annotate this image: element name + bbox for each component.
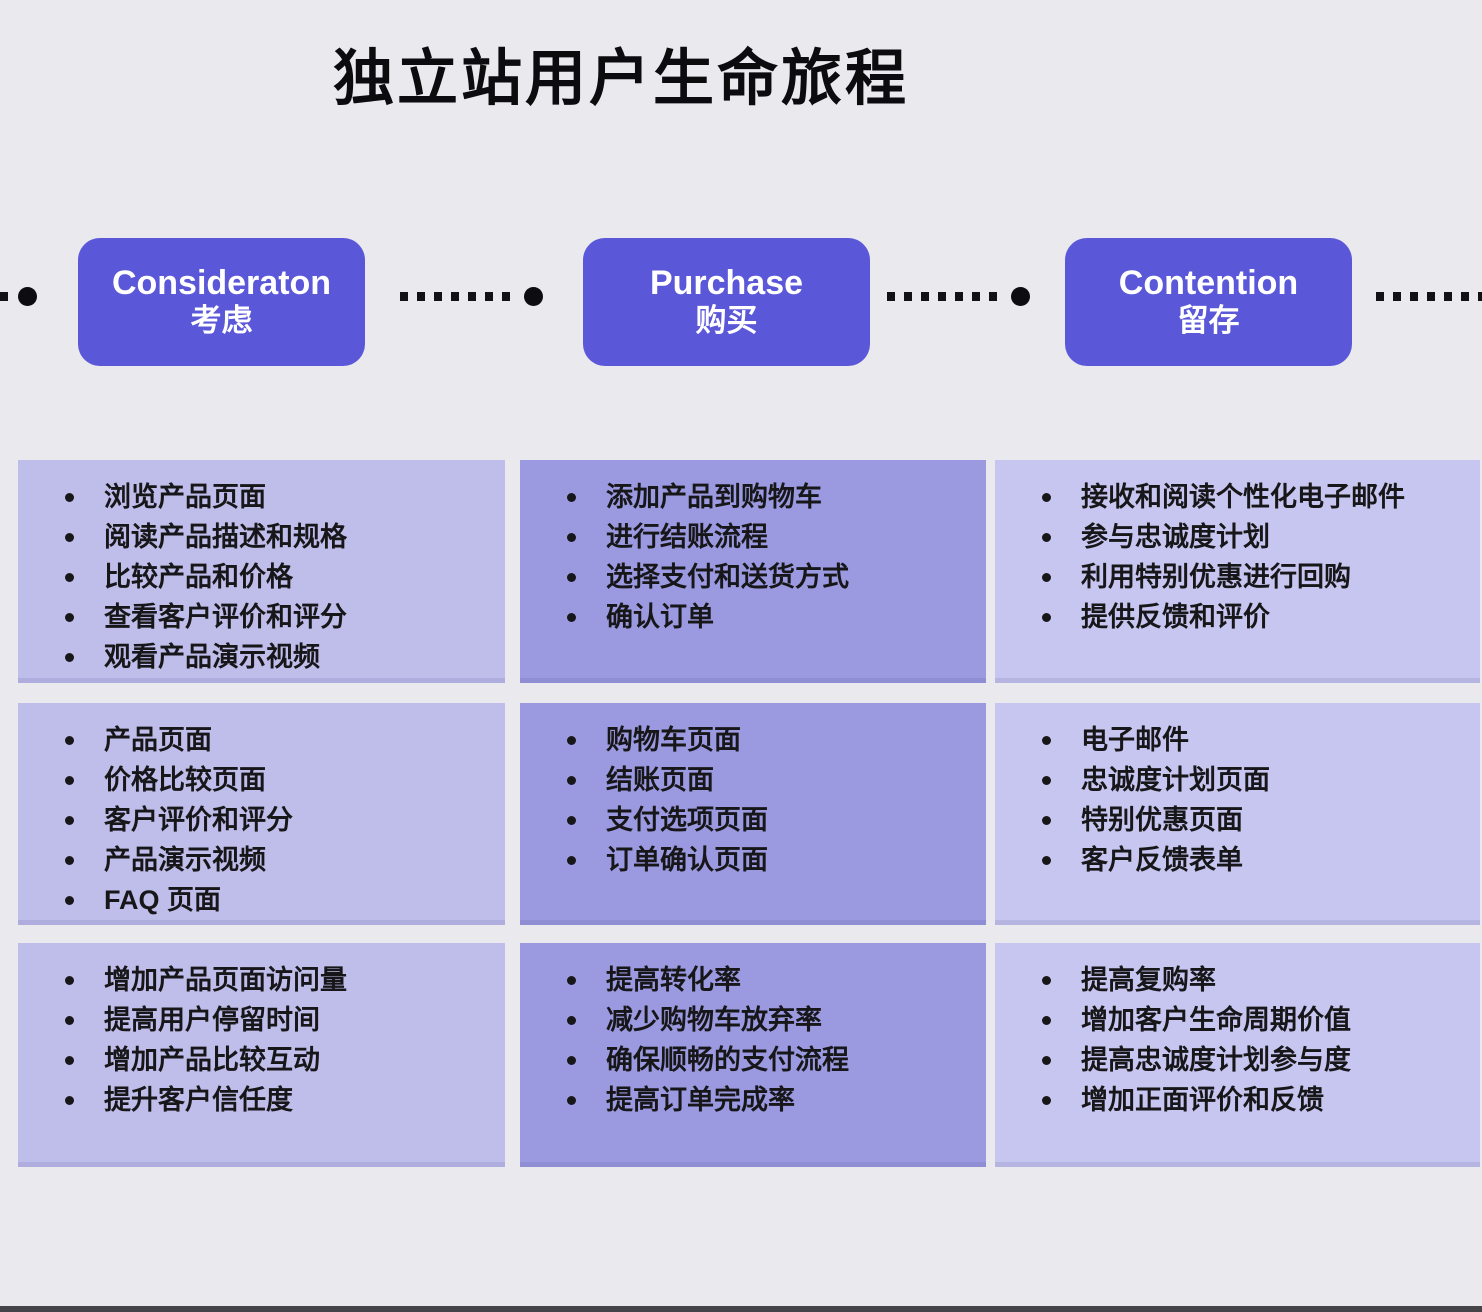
list-item: 增加产品比较互动 [64,1040,487,1080]
list-item: 增加客户生命周期价值 [1041,1000,1462,1040]
list-item: 支付选项页面 [566,800,968,840]
list-item: 进行结账流程 [566,517,968,557]
list-item: 忠诚度计划页面 [1041,760,1462,800]
stage-name-en: Contention [1118,264,1299,303]
list-item: 查看客户评价和评分 [64,597,487,637]
stage-badge-consideration: Consideraton 考虑 [78,238,365,366]
list-item: 价格比较页面 [64,760,487,800]
list-item: 确保顺畅的支付流程 [566,1040,968,1080]
card-consideration-goals: 增加产品页面访问量提高用户停留时间增加产品比较互动提升客户信任度 [18,943,505,1167]
stage-name-cn: 留存 [1177,303,1240,339]
connector-dot [18,287,37,306]
list-item: 阅读产品描述和规格 [64,517,487,557]
bullet-list: 电子邮件忠诚度计划页面特别优惠页面客户反馈表单 [995,703,1480,880]
list-item: 客户反馈表单 [1041,840,1462,880]
connector-dot [1011,287,1030,306]
dotted-connector [400,292,515,301]
list-item: 订单确认页面 [566,840,968,880]
bullet-list: 接收和阅读个性化电子邮件参与忠诚度计划利用特别优惠进行回购提供反馈和评价 [995,460,1480,637]
list-item: 提升客户信任度 [64,1080,487,1120]
list-item: 购物车页面 [566,720,968,760]
stage-name-en: Consideraton [111,264,332,303]
list-item: 提高忠诚度计划参与度 [1041,1040,1462,1080]
card-purchase-actions: 添加产品到购物车进行结账流程选择支付和送货方式确认订单 [520,460,986,683]
list-item: 减少购物车放弃率 [566,1000,968,1040]
list-item: 确认订单 [566,597,968,637]
stage-name-cn: 考虑 [190,303,253,339]
list-item: 结账页面 [566,760,968,800]
list-item: 提供反馈和评价 [1041,597,1462,637]
list-item: 增加正面评价和反馈 [1041,1080,1462,1120]
list-item: FAQ 页面 [64,880,487,920]
list-item: 参与忠诚度计划 [1041,517,1462,557]
stage-row: Consideraton 考虑 Purchase 购买 Contention 留… [0,238,1482,366]
card-consideration-actions: 浏览产品页面阅读产品描述和规格比较产品和价格查看客户评价和评分观看产品演示视频 [18,460,505,683]
bullet-list: 提高转化率减少购物车放弃率确保顺畅的支付流程提高订单完成率 [520,943,986,1120]
card-retention-goals: 提高复购率增加客户生命周期价值提高忠诚度计划参与度增加正面评价和反馈 [995,943,1480,1167]
list-item: 提高转化率 [566,960,968,1000]
list-item: 比较产品和价格 [64,557,487,597]
bullet-list: 购物车页面结账页面支付选项页面订单确认页面 [520,703,986,880]
list-item: 浏览产品页面 [64,477,487,517]
list-item: 产品页面 [64,720,487,760]
stage-badge-purchase: Purchase 购买 [583,238,870,366]
stage-badge-retention: Contention 留存 [1065,238,1352,366]
list-item: 选择支付和送货方式 [566,557,968,597]
dotted-connector [1376,292,1482,301]
connector-dot [524,287,543,306]
list-item: 增加产品页面访问量 [64,960,487,1000]
list-item: 客户评价和评分 [64,800,487,840]
list-item: 产品演示视频 [64,840,487,880]
window-bottom-edge [0,1306,1482,1312]
list-item: 提高复购率 [1041,960,1462,1000]
bullet-list: 浏览产品页面阅读产品描述和规格比较产品和价格查看客户评价和评分观看产品演示视频 [18,460,505,677]
list-item: 提高订单完成率 [566,1080,968,1120]
dotted-connector [0,292,16,301]
stage-name-cn: 购买 [695,303,758,339]
card-retention-actions: 接收和阅读个性化电子邮件参与忠诚度计划利用特别优惠进行回购提供反馈和评价 [995,460,1480,683]
list-item: 利用特别优惠进行回购 [1041,557,1462,597]
bullet-list: 添加产品到购物车进行结账流程选择支付和送货方式确认订单 [520,460,986,637]
page-title: 独立站用户生命旅程 [333,44,910,112]
card-retention-touchpoints: 电子邮件忠诚度计划页面特别优惠页面客户反馈表单 [995,703,1480,925]
card-purchase-goals: 提高转化率减少购物车放弃率确保顺畅的支付流程提高订单完成率 [520,943,986,1167]
stage-name-en: Purchase [649,264,804,303]
bullet-list: 提高复购率增加客户生命周期价值提高忠诚度计划参与度增加正面评价和反馈 [995,943,1480,1120]
list-item: 接收和阅读个性化电子邮件 [1041,477,1462,517]
bullet-list: 增加产品页面访问量提高用户停留时间增加产品比较互动提升客户信任度 [18,943,505,1120]
list-item: 提高用户停留时间 [64,1000,487,1040]
dotted-connector [887,292,1003,301]
card-purchase-touchpoints: 购物车页面结账页面支付选项页面订单确认页面 [520,703,986,925]
list-item: 添加产品到购物车 [566,477,968,517]
list-item: 特别优惠页面 [1041,800,1462,840]
list-item: 观看产品演示视频 [64,637,487,677]
list-item: 电子邮件 [1041,720,1462,760]
